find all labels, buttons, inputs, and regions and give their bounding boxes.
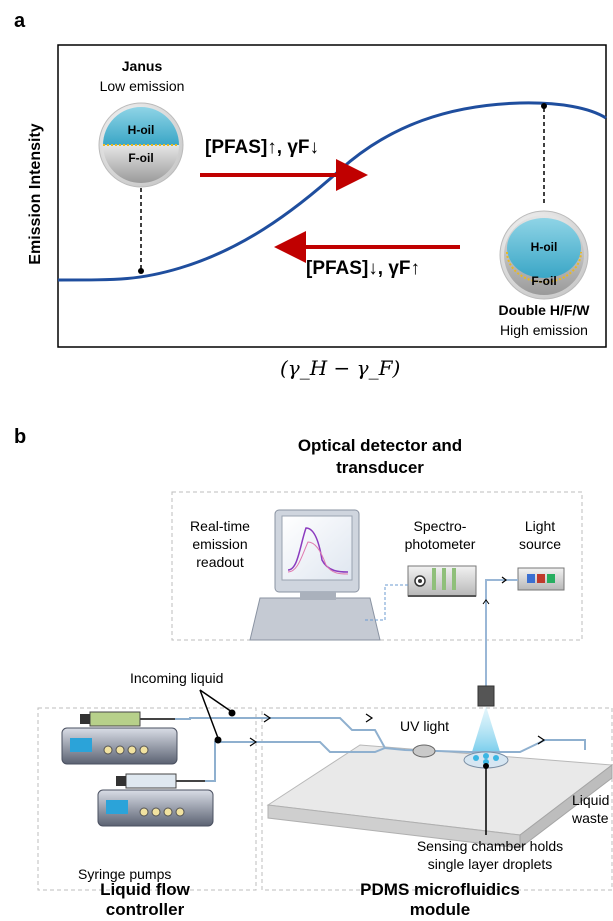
flow-controller-box bbox=[37, 707, 257, 891]
computer-monitor bbox=[249, 509, 381, 641]
janus-subtitle: Low emission bbox=[99, 78, 185, 94]
fiber-spectro-to-pc bbox=[365, 584, 408, 621]
arrow-left-label: [PFAS]↓, γF↑ bbox=[306, 258, 421, 279]
pdms-title-1: PDMS microfluidics bbox=[360, 880, 520, 899]
readout-label-3: readout bbox=[196, 554, 244, 570]
double-title: Double H/F/W bbox=[498, 302, 590, 318]
pdms-title-2: module bbox=[409, 900, 471, 919]
janus-droplet bbox=[98, 102, 184, 188]
janus-dot bbox=[138, 268, 144, 274]
uv-label: UV light bbox=[400, 718, 450, 734]
double-subtitle: High emission bbox=[500, 322, 588, 338]
flow-title-2: controller bbox=[105, 900, 185, 919]
incoming-label: Incoming liquid bbox=[130, 670, 224, 686]
arrow-right-label: [PFAS]↑, γF↓ bbox=[205, 137, 320, 158]
spectro-label-2: photometer bbox=[404, 536, 476, 552]
fiber-source-to-spectro bbox=[485, 579, 518, 670]
syringe-pump-bottom bbox=[97, 773, 214, 827]
pdms-chip bbox=[249, 713, 613, 850]
plot-frame bbox=[57, 44, 607, 348]
optical-title-1: Optical detector and bbox=[297, 436, 463, 455]
sensing-label-2: single layer droplets bbox=[427, 856, 553, 872]
x-axis-label: (γ_H − γ_F) bbox=[280, 356, 401, 380]
sensing-label-1: Sensing chamber holds bbox=[416, 838, 564, 854]
janus-title: Janus bbox=[121, 58, 163, 74]
syringe-pump-top bbox=[61, 711, 178, 765]
tube-top bbox=[175, 717, 250, 720]
double-dot bbox=[541, 103, 547, 109]
uv-probe bbox=[468, 685, 504, 765]
incoming-pointer-2 bbox=[199, 689, 219, 739]
spectrophotometer bbox=[407, 565, 477, 597]
spectro-label-1: Spectro- bbox=[413, 518, 467, 534]
double-top-label: H-oil bbox=[530, 240, 558, 254]
light-label-2: source bbox=[518, 536, 562, 552]
tube-bottom bbox=[205, 741, 250, 782]
waste-label-2: waste bbox=[572, 810, 609, 826]
optical-title-2: transducer bbox=[336, 458, 424, 477]
flow-title-1: Liquid flow bbox=[100, 880, 190, 899]
panel-a-letter: a bbox=[14, 10, 26, 32]
pdms-box bbox=[261, 707, 613, 891]
light-label-1: Light bbox=[524, 518, 556, 534]
light-source bbox=[517, 567, 565, 591]
readout-label-1: Real-time bbox=[190, 518, 250, 534]
readout-label-2: emission bbox=[192, 536, 248, 552]
incoming-pointer-1 bbox=[199, 689, 233, 713]
janus-bottom-label: F-oil bbox=[128, 151, 154, 165]
waste-label-1: Liquid bbox=[572, 792, 610, 808]
double-droplet bbox=[499, 210, 589, 300]
panel-b-letter: b bbox=[14, 426, 27, 448]
janus-top-label: H-oil bbox=[127, 123, 155, 137]
syringe-label: Syringe pumps bbox=[78, 866, 172, 882]
double-bottom-label: F-oil bbox=[531, 274, 557, 288]
